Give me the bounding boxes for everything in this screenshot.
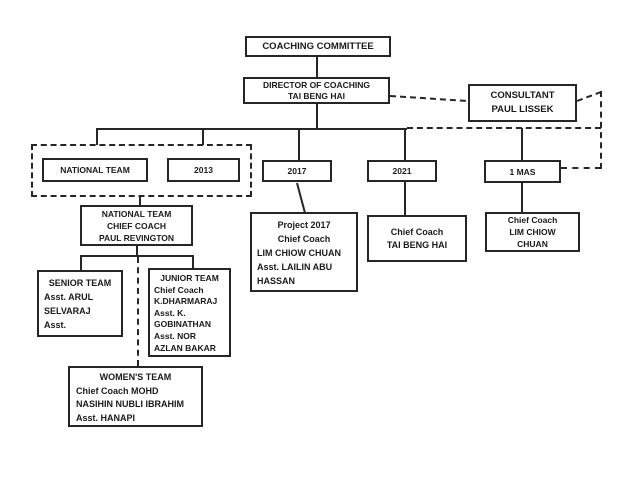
box-role: Chief Coach [277,234,331,244]
chief-coach-2021-box: Chief Coach TAI BENG HAI [367,215,467,262]
box-title: 2021 [392,166,412,176]
box-assistant: Asst. HANAPI [76,412,136,423]
year-2013-box: 2013 [167,158,240,182]
box-assistant-cont: SELVARAJ [44,306,91,316]
box-title: 1 MAS [509,166,536,177]
box-title: WOMEN'S TEAM [99,372,172,382]
box-assistant-2: Asst. NOR [154,330,197,341]
box-title: JUNIOR TEAM [160,273,219,283]
box-role: DIRECTOR OF COACHING [262,79,371,90]
consultant-box: CONSULTANT PAUL LISSEK [468,84,577,122]
box-title: NATIONAL TEAM [60,165,130,175]
box-person: K.DHARMARAJ [154,296,218,307]
connector-committee-director [316,57,318,78]
dashed-director-consultant [389,95,469,102]
junior-team-box: JUNIOR TEAM Chief Coach K.DHARMARAJ Asst… [148,268,231,357]
connector-ntchief-trunk [136,246,138,256]
box-title: 2013 [194,165,213,175]
box-title: COACHING COMMITTEE [262,41,374,52]
box-assistant-2-cont: AZLAN BAKAR [154,342,216,353]
connector-1mas-coach [521,183,523,212]
year-2021-box: 2021 [367,160,437,182]
box-person: TAI BENG HAI [386,239,448,250]
box-title: Project 2017 [277,220,331,230]
coaching-committee-box: COACHING COMMITTEE [245,36,391,57]
drop-1mas [521,128,523,160]
national-team-group-frame [31,144,252,197]
drop-2013 [202,130,204,145]
box-assistant-cont: HASSAN [257,276,296,286]
box-role: Chief Coach [390,226,444,237]
connector-group-ntchief [139,197,141,206]
drop-junior-team [192,257,194,268]
box-assistant-cont: GOBINATHAN [154,319,211,330]
box-person: TAI BENG HAI [288,90,345,101]
box-person: Chief Coach MOHD [76,385,159,396]
box-assistant: Asst. K. [154,307,186,318]
connector-teams-horizontal [80,255,194,257]
year-2017-box: 2017 [262,160,332,182]
box-person: PAUL LISSEK [491,104,554,115]
box-role: CONSULTANT [490,90,555,101]
drop-senior-team [80,257,82,270]
box-assistant: Asst. LAILIN ABU [257,262,333,272]
connector-director-trunk [316,104,318,129]
connector-2017-project [296,182,306,214]
national-team-chief-coach-box: NATIONAL TEAM CHIEF COACH PAUL REVINGTON [80,205,193,246]
dashed-consultant-vertical [600,91,602,169]
one-mas-box: 1 MAS [484,160,561,183]
connector-main-horizontal [96,128,407,130]
dashed-consultant-right [576,91,602,102]
box-title: 2017 [287,166,307,176]
senior-team-box: SENIOR TEAM Asst. ARUL SELVARAJ Asst. [37,270,123,337]
box-person-cont: CHUAN [517,239,548,249]
box-title: NATIONAL TEAM [101,208,172,219]
drop-national-team [96,130,98,145]
project-2017-box: Project 2017 Chief Coach LIM CHIOW CHUAN… [250,212,358,292]
box-person: PAUL REVINGTON [98,232,175,243]
box-person-cont: NASIHIN NUBLI IBRAHIM [76,399,184,409]
chief-coach-1mas-box: Chief Coach LIM CHIOW CHUAN [485,212,580,252]
box-title: SENIOR TEAM [48,278,112,288]
drop-2017 [298,130,300,160]
national-team-label-box: NATIONAL TEAM [42,158,148,182]
womens-team-box: WOMEN'S TEAM Chief Coach MOHD NASIHIN NU… [68,366,203,427]
box-role: CHIEF COACH [106,220,167,231]
dashed-consultant-horizontal [407,127,601,129]
box-role: Chief Coach [507,215,558,225]
box-assistant: Asst. ARUL [44,292,94,302]
box-person: LIM CHIOW [509,227,556,237]
box-person: LIM CHIOW CHUAN [257,248,341,258]
dashed-womens-team-link [137,257,139,366]
box-assistant-2: Asst. [44,320,67,330]
drop-2021 [404,130,406,160]
director-of-coaching-box: DIRECTOR OF COACHING TAI BENG HAI [243,77,390,104]
box-role: Chief Coach [154,284,204,295]
connector-2021-coach [404,182,406,215]
dashed-1mas-link [561,167,601,169]
